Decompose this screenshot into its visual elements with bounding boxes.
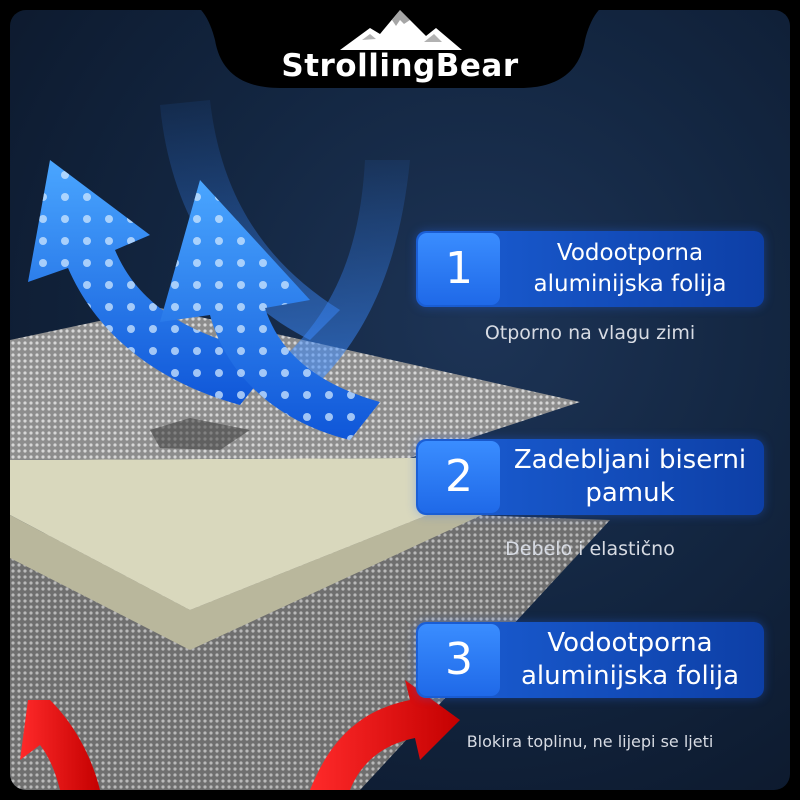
heat-arrow-icon bbox=[310, 680, 460, 790]
layer-2-title: Zadebljani biserni pamuk bbox=[513, 445, 747, 508]
cold-arrow-icon bbox=[160, 100, 340, 340]
layer-2-note: Debelo i elastično bbox=[505, 538, 675, 560]
layer-2-number: 2 bbox=[418, 441, 500, 513]
layer-3-title: Vodootporna aluminijska folija bbox=[520, 628, 740, 691]
foam-layer-edge bbox=[10, 450, 590, 650]
layer-3-note: Blokira toplinu, ne lijepi se ljeti bbox=[466, 732, 714, 751]
cold-arrow-dots bbox=[160, 180, 380, 440]
layer-1-badge: 1 Vodootporna aluminijska folija bbox=[416, 231, 764, 307]
heat-arrow-icon bbox=[20, 700, 100, 790]
cold-arrow-dots bbox=[28, 160, 280, 405]
layer-1-number: 1 bbox=[418, 233, 500, 305]
mountain-icon bbox=[340, 10, 462, 50]
layer-3-badge: 3 Vodootporna aluminijska folija bbox=[416, 622, 764, 698]
top-foil-fold bbox=[150, 418, 250, 450]
layer-1-title: Vodootporna aluminijska folija bbox=[533, 240, 727, 297]
layer-1-note: Otporno na vlagu zimi bbox=[484, 322, 696, 344]
layer-3-number: 3 bbox=[418, 624, 500, 696]
brand-name: StrollingBear bbox=[281, 48, 519, 84]
cold-arrow-icon bbox=[270, 160, 410, 400]
layer-2-badge: 2 Zadebljani biserni pamuk bbox=[416, 439, 764, 515]
